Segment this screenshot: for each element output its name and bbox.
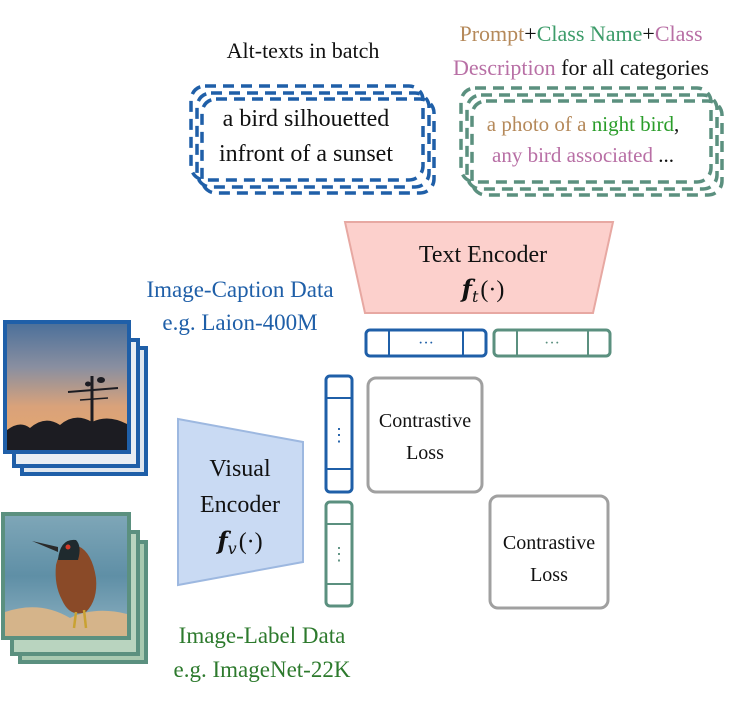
contrastive-loss-box-1: [366, 376, 484, 494]
image-caption-title: Image-Caption Data: [146, 277, 333, 302]
plus-sign-2: +: [642, 21, 654, 46]
prompt-header-line-2: Description for all categories: [453, 55, 709, 80]
contrastive-loss-2-line-1: Contrastive: [503, 532, 595, 554]
text-embedding-blue-dots: ···: [418, 335, 434, 352]
class-name-label: Class Name: [537, 21, 643, 46]
prompt-box-line-1: a photo of a night bird,: [487, 112, 679, 136]
text-embedding-teal: ···: [492, 328, 612, 358]
prompt-label: Prompt: [459, 21, 524, 46]
prompt-class-name-text: night bird: [592, 112, 675, 136]
prompt-ellipsis: ...: [653, 143, 674, 167]
image-embedding-blue: ⋮: [324, 374, 354, 494]
visual-encoder-formula: fv(·): [215, 526, 262, 558]
contrastive-loss-2-line-2: Loss: [530, 564, 568, 586]
contrastive-loss-1-line-2: Loss: [406, 442, 444, 464]
image-embedding-teal-dots: ⋮: [330, 544, 348, 564]
description-label: Description: [453, 55, 556, 80]
visual-encoder-shape: [177, 417, 304, 587]
contrastive-loss-box-2: [488, 494, 610, 610]
prompt-box: [459, 86, 724, 197]
image-label-photo-stack: [1, 512, 148, 664]
alt-texts-box: [189, 84, 436, 195]
prompt-comma: ,: [674, 112, 679, 136]
image-embedding-teal: ⋮: [324, 500, 354, 608]
prompt-description-text: any bird associated: [492, 143, 653, 167]
image-caption-photo-stack: [3, 320, 148, 476]
text-embedding-blue: ···: [364, 328, 488, 358]
prompt-box-line-2: any bird associated ...: [492, 143, 674, 167]
image-caption-example: e.g. Laion-400M: [162, 310, 317, 335]
alt-text-line-2: infront of a sunset: [219, 141, 393, 167]
visual-encoder-line-1: Visual: [209, 456, 271, 482]
class-label: Class: [655, 21, 703, 46]
image-label-example: e.g. ImageNet-22K: [174, 657, 351, 682]
alt-texts-title: Alt-texts in batch: [227, 38, 380, 63]
text-embedding-teal-dots: ···: [544, 335, 560, 352]
prompt-header-line-1: Prompt+Class Name+Class: [459, 21, 702, 46]
for-all-categories-text: for all categories: [556, 55, 709, 80]
text-encoder-shape: [343, 221, 615, 314]
visual-encoder-line-2: Encoder: [200, 492, 280, 518]
prompt-prefix-text: a photo of a: [487, 112, 592, 136]
contrastive-loss-1-line-1: Contrastive: [379, 410, 471, 432]
text-encoder-label: Text Encoder: [419, 242, 547, 268]
bird-silhouette-photo: [3, 320, 131, 454]
plus-sign-1: +: [524, 21, 536, 46]
image-embedding-blue-dots: ⋮: [330, 425, 348, 445]
image-label-title: Image-Label Data: [179, 623, 346, 648]
text-encoder-formula: ft(·): [460, 274, 505, 306]
night-heron-photo: [1, 512, 131, 640]
alt-text-line-1: a bird silhouetted: [223, 106, 390, 132]
